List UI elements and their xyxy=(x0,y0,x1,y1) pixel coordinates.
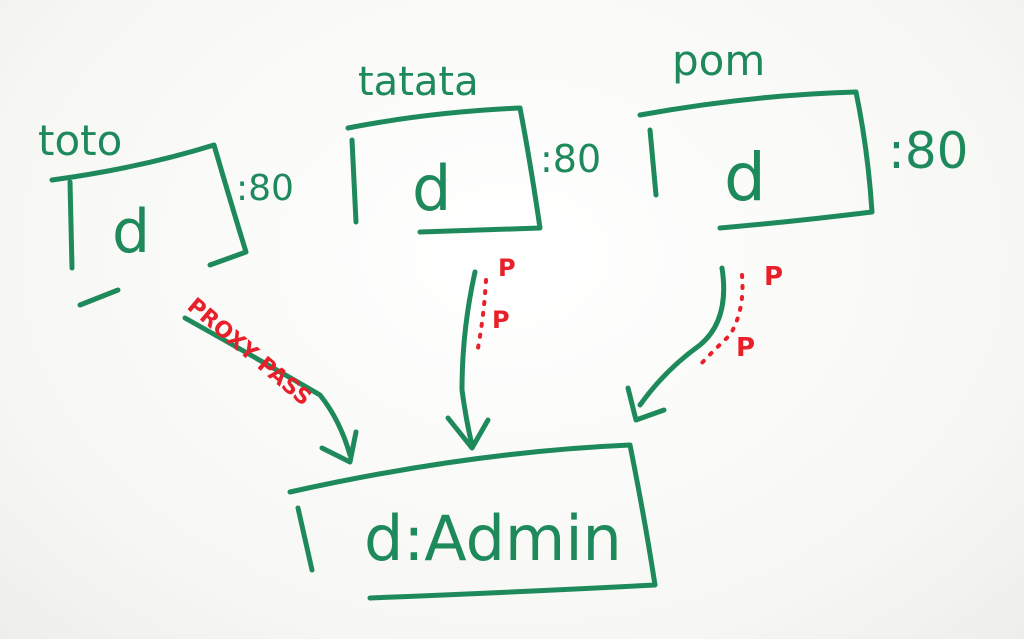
arrow-pom-p-bottom: P xyxy=(736,333,755,363)
container-toto-label: toto xyxy=(38,116,122,165)
arrow-tatata-dots xyxy=(476,278,488,350)
container-admin-label: d:Admin xyxy=(364,502,622,575)
arrow-tatata-line xyxy=(459,269,478,448)
container-pom-port: :80 xyxy=(888,122,968,180)
arrow-proxy-pass: PROXY PASS xyxy=(182,293,359,465)
arrow-tatata-p-bottom: P xyxy=(492,306,510,334)
arrow-tatata-head xyxy=(445,415,491,451)
arrow-pom-p-top: P xyxy=(764,262,783,292)
container-toto-port: :80 xyxy=(236,168,294,209)
container-admin-box xyxy=(287,442,658,601)
arrow-pom-admin: P P xyxy=(625,262,783,423)
arrow-tatata-admin: P P xyxy=(445,254,516,451)
container-tatata-label: tatata xyxy=(358,59,479,105)
container-tatata: tatata d :80 xyxy=(345,59,601,235)
container-toto-underline xyxy=(77,287,121,308)
arrow-proxy-pass-head xyxy=(319,429,359,465)
arrow-proxy-pass-line xyxy=(182,315,353,458)
container-pom-box xyxy=(637,89,875,231)
container-admin: d:Admin xyxy=(287,442,658,601)
container-pom-label: pom xyxy=(672,36,765,85)
container-tatata-port: :80 xyxy=(540,137,601,181)
container-pom-inner: d xyxy=(724,139,766,216)
container-toto-box xyxy=(49,142,249,271)
proxy-pass-label: PROXY PASS xyxy=(182,293,316,411)
container-toto-inner: d xyxy=(112,197,150,267)
arrow-tatata-p-top: P xyxy=(498,254,516,282)
arrow-pom-line xyxy=(637,265,727,408)
container-tatata-box xyxy=(345,105,543,235)
container-pom: pom d :80 xyxy=(637,36,968,231)
container-toto: toto d :80 xyxy=(38,116,294,308)
arrow-pom-head xyxy=(625,385,667,423)
container-tatata-inner: d xyxy=(412,152,451,225)
